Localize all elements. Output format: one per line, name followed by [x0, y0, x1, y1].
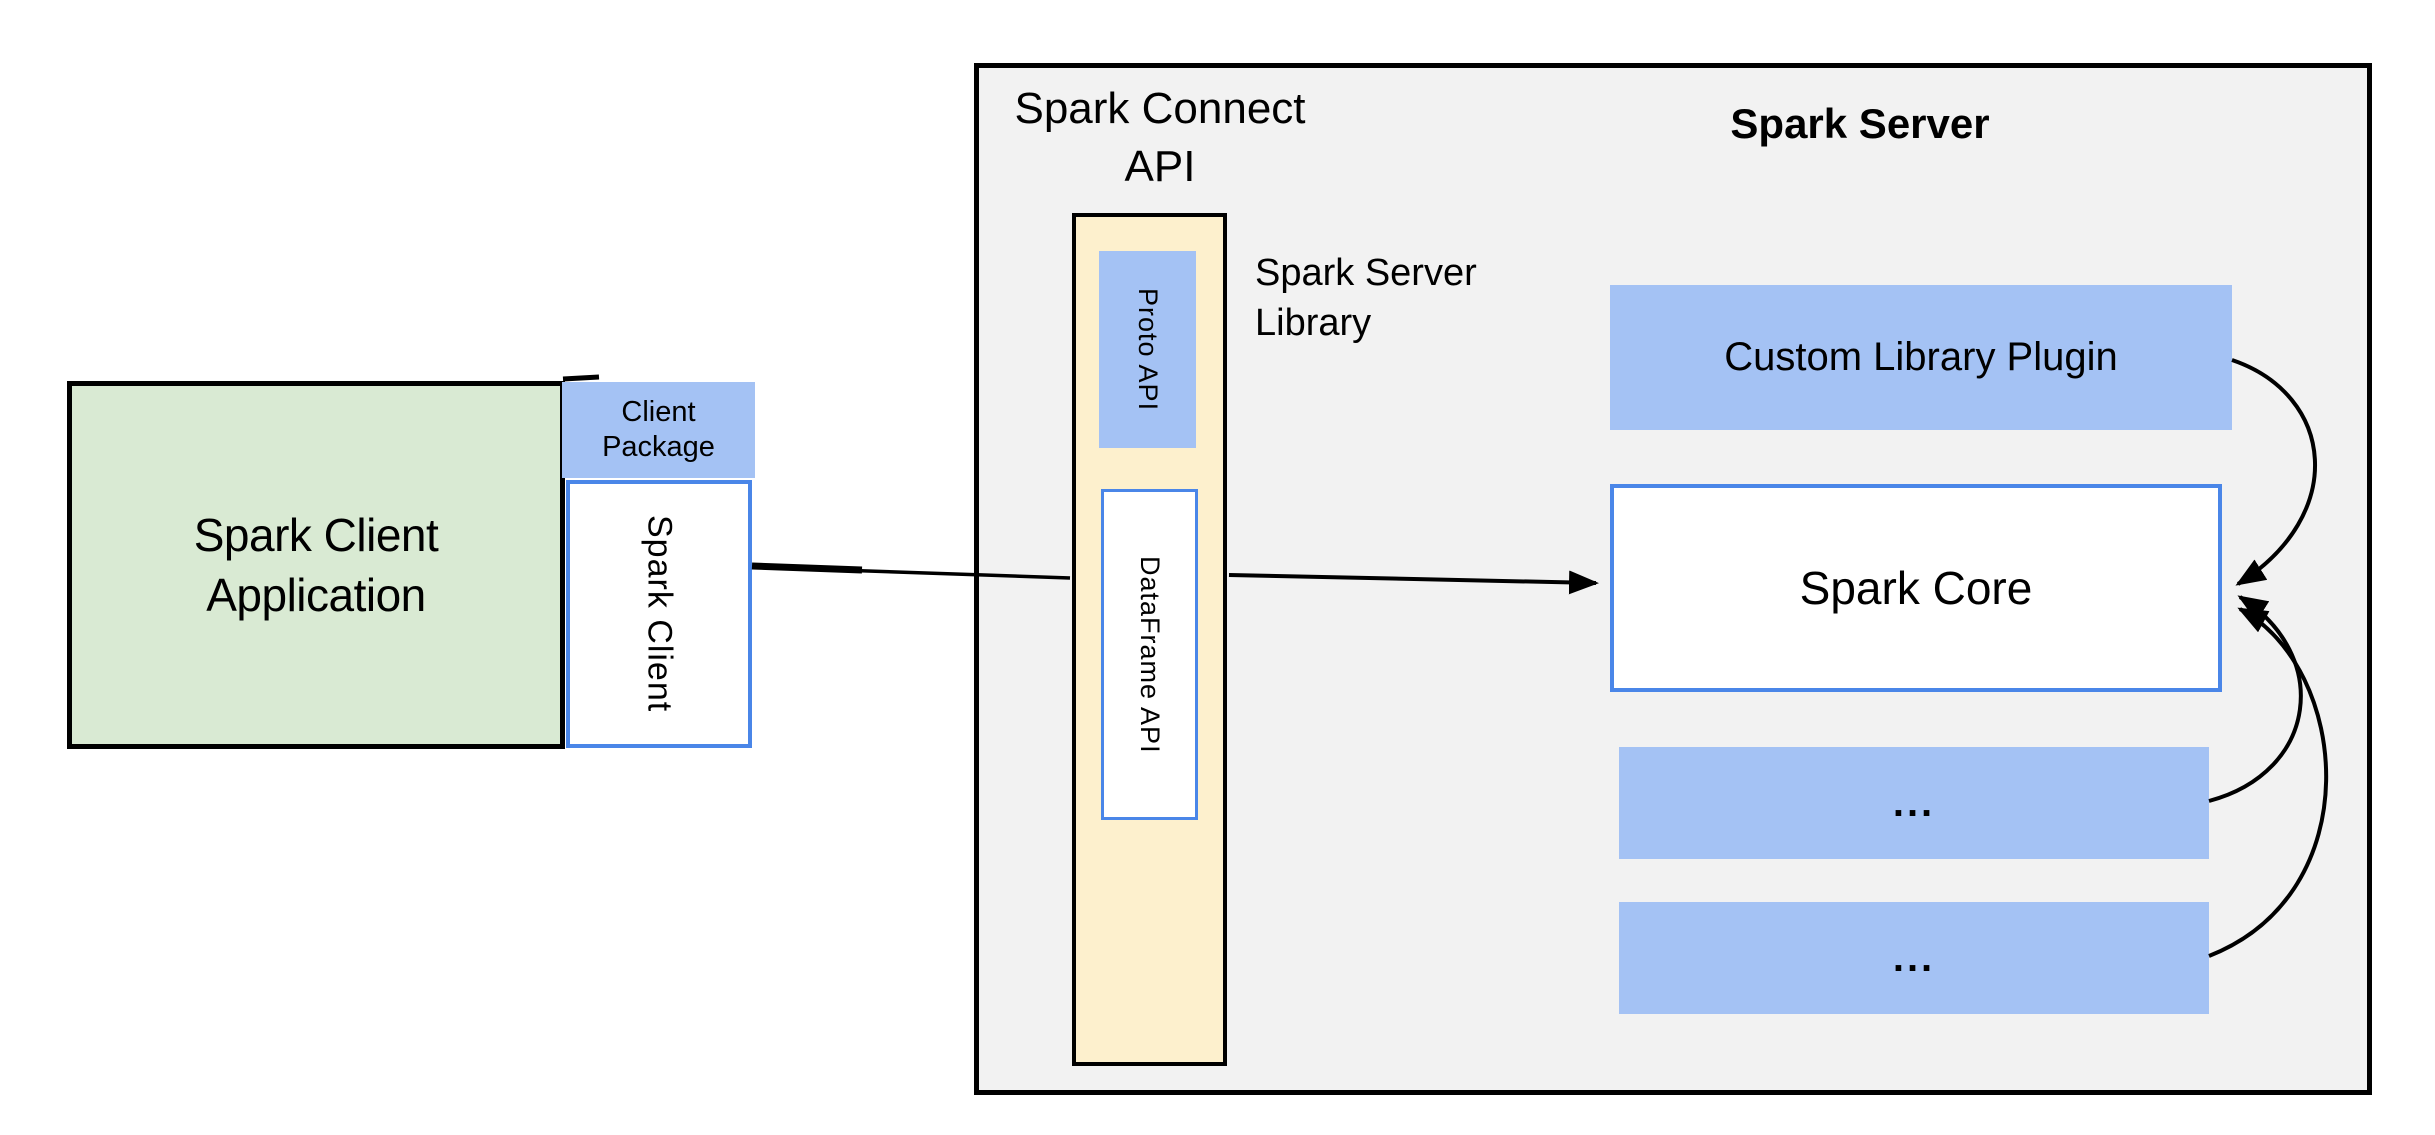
spark-client-label: Spark Client — [640, 515, 679, 713]
client-to-library-arrow-thick-segment — [751, 562, 863, 574]
plugin-placeholder-box-2: ... — [1619, 902, 2209, 1014]
dataframe-api-label: DataFrame API — [1135, 555, 1165, 754]
spark-client-application-line1: Spark Client — [193, 509, 439, 561]
dataframe-api-box: DataFrame API — [1101, 489, 1198, 820]
custom-library-plugin-box: Custom Library Plugin — [1610, 285, 2232, 430]
plugin-placeholder-2-label: ... — [1892, 935, 1936, 980]
spark-client-box: Spark Client — [566, 480, 752, 748]
client-package-box: Client Package — [562, 382, 755, 478]
spark-client-application-label: Spark Client Application — [194, 505, 439, 625]
spark-client-application-line2: Application — [206, 569, 426, 621]
proto-api-label: Proto API — [1133, 287, 1163, 412]
spark-core-box: Spark Core — [1610, 484, 2222, 692]
spark-server-library-line1: Spark Server — [1255, 252, 1477, 294]
spark-server-library-line2: Library — [1255, 302, 1372, 344]
spark-client-application-box: Spark Client Application — [67, 381, 565, 749]
client-package-line2: Package — [602, 431, 715, 463]
plugin-placeholder-box-1: ... — [1619, 747, 2209, 859]
custom-library-plugin-label: Custom Library Plugin — [1724, 335, 2118, 379]
spark-core-label: Spark Core — [1799, 562, 2033, 614]
proto-api-box: Proto API — [1099, 251, 1196, 448]
client-package-line1: Client — [621, 396, 696, 428]
spark-connect-api-line1: Spark Connect — [1014, 84, 1306, 133]
client-package-label: Client Package — [602, 395, 715, 465]
plugin-placeholder-1-label: ... — [1892, 780, 1936, 825]
green-border-notch-line — [562, 374, 600, 382]
spark-connect-api-line2: API — [1124, 142, 1196, 191]
spark-server-library-label: Spark Server Library — [1255, 248, 1675, 348]
spark-connect-api-label: Spark Connect API — [980, 80, 1340, 196]
spark-server-title: Spark Server — [1730, 100, 1990, 147]
